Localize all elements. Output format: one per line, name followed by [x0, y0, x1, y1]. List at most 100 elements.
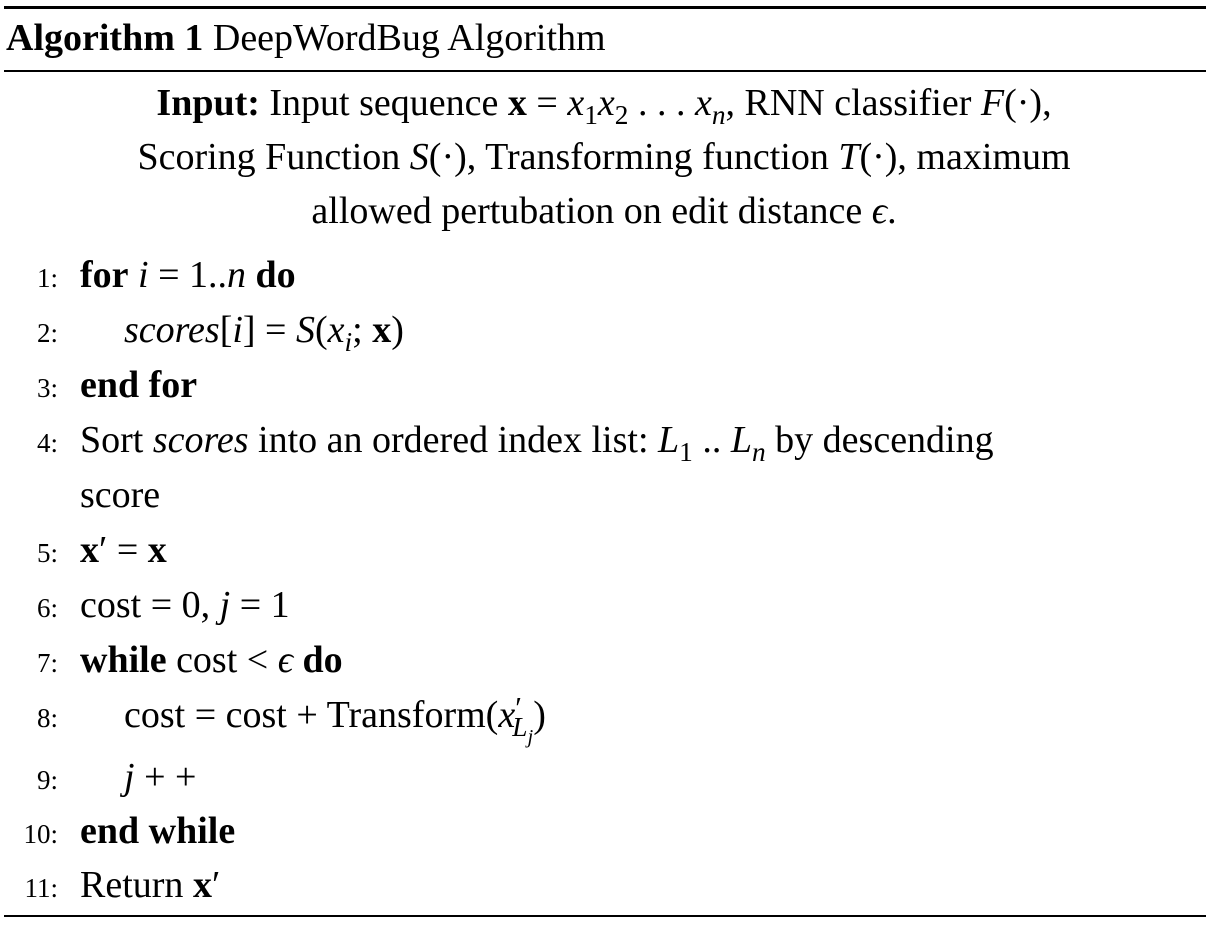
math-var: x [567, 82, 585, 124]
math-var: i [138, 254, 149, 296]
keyword: end for [80, 364, 198, 406]
math-var: ϵ [871, 190, 888, 232]
algorithm-line: 3: end for [0, 358, 1208, 412]
math-subscript: Lj [512, 711, 533, 747]
line-number: 6: [36, 593, 58, 623]
math-var: x [694, 82, 712, 124]
input-text: = [526, 82, 568, 124]
input-label: Input: [156, 82, 260, 124]
math-var: j [219, 584, 231, 626]
code-text: ; [352, 309, 373, 351]
code-text: = 1 [230, 584, 290, 626]
keyword: end while [80, 810, 236, 852]
line-code: scores[i] = S(xi; x) [124, 303, 404, 357]
algorithm-line: 1: for i = 1..n do [0, 248, 1208, 302]
math-var: x [498, 694, 516, 736]
algorithm-input: Input: Input sequence x = x1x2 . . . xn,… [0, 76, 1208, 238]
bottom-rule [4, 915, 1206, 917]
line-code: score [80, 468, 160, 522]
math-var: x [597, 82, 615, 124]
math-subscript: j [527, 725, 534, 748]
math-var: x [372, 309, 392, 351]
input-text: . . . [628, 82, 695, 124]
code-text: ) [391, 309, 404, 351]
line-number: 11: [24, 873, 59, 903]
math-var: x [507, 82, 527, 124]
code-text: cost = 0, [80, 584, 220, 626]
code-text: = 1.. [148, 254, 228, 296]
line-code: x′ = x [80, 523, 167, 577]
math-var: ϵ [277, 639, 294, 681]
line-number: 7: [36, 648, 58, 678]
top-rule [4, 6, 1206, 9]
line-number: 1: [36, 263, 58, 293]
algorithm-line: 7: while cost < ϵ do [0, 633, 1208, 687]
line-code: for i = 1..n do [80, 248, 296, 302]
math-var: scores [124, 309, 220, 351]
math-subscript: i [344, 326, 353, 357]
algorithm-line: 9: j + + [0, 750, 1208, 804]
caption-label: Algorithm 1 [6, 17, 204, 59]
math-var: i [232, 309, 243, 351]
caption-rule [4, 70, 1206, 72]
algorithm-line: 10: end while [0, 804, 1208, 858]
input-text: (·), maximum [859, 136, 1071, 178]
line-number: 3: [36, 373, 58, 403]
keyword: while [80, 639, 167, 681]
input-text: allowed pertubation on edit distance [311, 190, 872, 232]
math-var: n [227, 254, 247, 296]
math-var: x [192, 864, 212, 906]
caption-title: DeepWordBug Algorithm [212, 17, 606, 59]
algorithm-line: 8: cost = cost + Transform(x′Lj) [0, 688, 1208, 747]
code-text: ] = [242, 309, 296, 351]
math-var: j [124, 756, 135, 798]
keyword: do [302, 639, 343, 681]
line-number: 2: [36, 318, 58, 348]
math-var: x [327, 309, 345, 351]
code-text: Sort [80, 419, 153, 461]
input-text: (·), Transforming function [428, 136, 839, 178]
input-text: Scoring Function [137, 136, 410, 178]
code-text: [ [219, 309, 233, 351]
line-number: 9: [36, 765, 58, 795]
math-var: F [980, 82, 1005, 124]
algorithm-line: 2: scores[i] = S(xi; x) [0, 303, 1208, 357]
math-var: L [730, 419, 752, 461]
line-code: Return x′ [80, 858, 220, 912]
line-code: Sort scores into an ordered index list: … [80, 413, 994, 467]
code-text: cost = cost + Transform( [124, 694, 499, 736]
line-number: 8: [36, 703, 58, 733]
math-subscript: 1 [679, 436, 693, 467]
input-text: Input sequence [269, 82, 508, 124]
algorithm-line: 5: x′ = x [0, 523, 1208, 577]
math-var: L [658, 419, 680, 461]
math-var: x [80, 529, 99, 571]
line-number: 4: [36, 428, 58, 458]
math-var: L [512, 711, 528, 742]
input-line-1: Input: Input sequence x = x1x2 . . . xn,… [0, 76, 1208, 130]
prime-mark: ′ [515, 690, 522, 725]
input-line-3: allowed pertubation on edit distance ϵ. [0, 184, 1208, 238]
input-line-2: Scoring Function S(·), Transforming func… [0, 130, 1208, 184]
algorithm-caption: Algorithm 1 DeepWordBug Algorithm [6, 14, 606, 62]
algorithm-line-continuation: score [0, 468, 1208, 522]
algorithm-line: 4: Sort scores into an ordered index lis… [0, 413, 1208, 467]
line-code: while cost < ϵ do [80, 633, 343, 687]
prime-mark: ′ [211, 864, 221, 906]
keyword: for [80, 254, 129, 296]
math-var: x [147, 529, 167, 571]
code-text: ( [315, 309, 328, 351]
line-code: cost = cost + Transform(x′Lj) [124, 688, 546, 747]
keyword: do [255, 254, 296, 296]
code-text: + + [134, 756, 197, 798]
code-text: .. [692, 419, 731, 461]
math-var: S [409, 136, 429, 178]
math-subscript: n [751, 436, 766, 467]
line-number: 5: [36, 538, 58, 568]
math-subscript: 2 [614, 99, 629, 130]
math-var: scores [152, 419, 249, 461]
code-text: = [107, 529, 148, 571]
math-var: S [296, 309, 315, 351]
input-text: . [887, 190, 897, 232]
input-text: (·), [1004, 82, 1052, 124]
